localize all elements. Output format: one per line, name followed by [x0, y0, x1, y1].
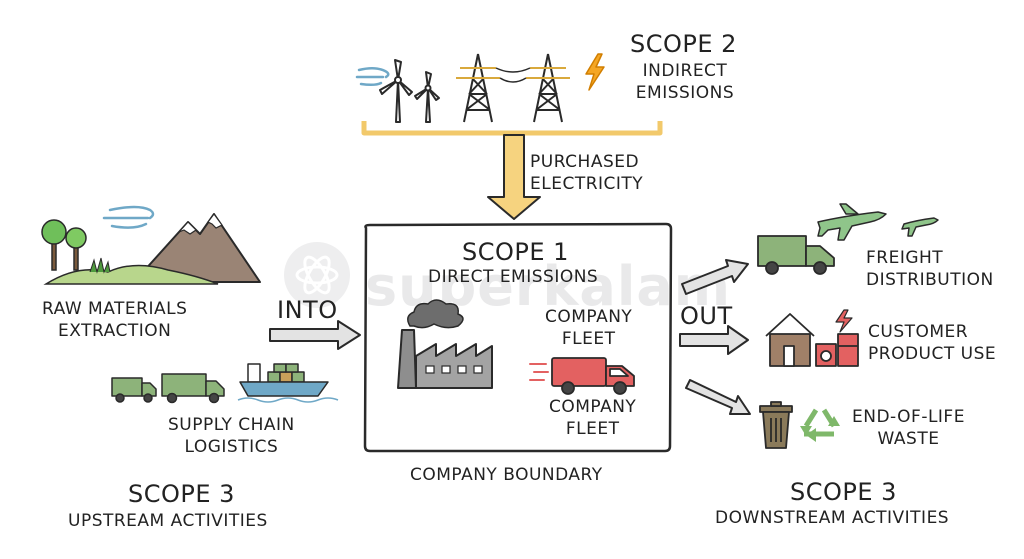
company-fleet-truck-icon [529, 357, 635, 395]
raw-materials-label: RAW MATERIALS EXTRACTION [42, 298, 187, 342]
airplane-icon [817, 203, 939, 241]
purchased-electricity-arrow [361, 121, 663, 220]
upstream-scope3-title: SCOPE 3 [128, 480, 235, 508]
into-arrow [269, 320, 361, 350]
into-label: INTO [277, 296, 338, 324]
wind-gust-icon [355, 67, 390, 87]
downstream-scope3-subtitle: DOWNSTREAM ACTIVITIES [715, 508, 950, 528]
freight-line-2: DISTRIBUTION [866, 270, 994, 290]
power-pylon-icon [456, 53, 570, 123]
house-appliances-icon [765, 309, 859, 367]
company-fleet-bottom-label: COMPANY FLEET [549, 396, 636, 440]
freight-label: FREIGHT DISTRIBUTION [866, 247, 994, 291]
company-fleet-bottom-line-2: FLEET [565, 419, 620, 439]
company-boundary-label: COMPANY BOUNDARY [410, 465, 603, 485]
company-fleet-top-line-1: COMPANY [545, 307, 633, 327]
end-of-life-line-2: WASTE [877, 429, 940, 449]
company-fleet-bottom-line-1: COMPANY [549, 397, 637, 417]
watermark-logo-icon [284, 242, 350, 308]
wind-turbine-icon [379, 59, 440, 123]
freight-truck-icon [757, 235, 835, 275]
upstream-scope3-subtitle: UPSTREAM ACTIVITIES [68, 511, 268, 531]
scope2-subtitle: INDIRECT EMISSIONS [635, 61, 735, 103]
cargo-ship-icon [237, 363, 339, 403]
factory-icon [397, 299, 493, 389]
customer-line-1: CUSTOMER [868, 322, 969, 342]
downstream-scope3-title: SCOPE 3 [790, 478, 897, 506]
end-of-life-line-1: END-OF-LIFE [852, 407, 965, 427]
out-arrows [679, 259, 751, 415]
customer-line-2: PRODUCT USE [868, 344, 997, 364]
scope2-title: SCOPE 2 [630, 30, 737, 58]
trash-bin-icon [759, 401, 793, 449]
purchased-electricity-label: PURCHASED ELECTRICITY [530, 151, 643, 195]
scope1-title: SCOPE 1 [462, 238, 569, 266]
supply-chain-line-2: LOGISTICS [184, 437, 279, 457]
logistics-trucks-icon [111, 373, 225, 404]
company-boundary-box [363, 222, 673, 453]
purchased-electricity-line-2: ELECTRICITY [530, 174, 644, 194]
supply-chain-label: SUPPLY CHAIN LOGISTICS [168, 414, 295, 458]
company-fleet-top-line-2: FLEET [561, 329, 616, 349]
raw-materials-line-1: RAW MATERIALS [42, 299, 188, 319]
purchased-electricity-line-1: PURCHASED [530, 152, 640, 172]
out-label: OUT [680, 302, 733, 330]
lightning-bolt-icon [585, 53, 605, 91]
end-of-life-label: END-OF-LIFE WASTE [852, 406, 965, 450]
customer-label: CUSTOMER PRODUCT USE [868, 321, 996, 365]
freight-line-1: FREIGHT [866, 248, 944, 268]
raw-materials-line-2: EXTRACTION [58, 321, 172, 341]
scope1-subtitle: DIRECT EMISSIONS [428, 267, 599, 287]
recycle-icon [800, 408, 840, 442]
raw-materials-landscape-icon [41, 205, 261, 285]
supply-chain-line-1: SUPPLY CHAIN [168, 415, 295, 435]
company-fleet-top-label: COMPANY FLEET [545, 306, 632, 350]
